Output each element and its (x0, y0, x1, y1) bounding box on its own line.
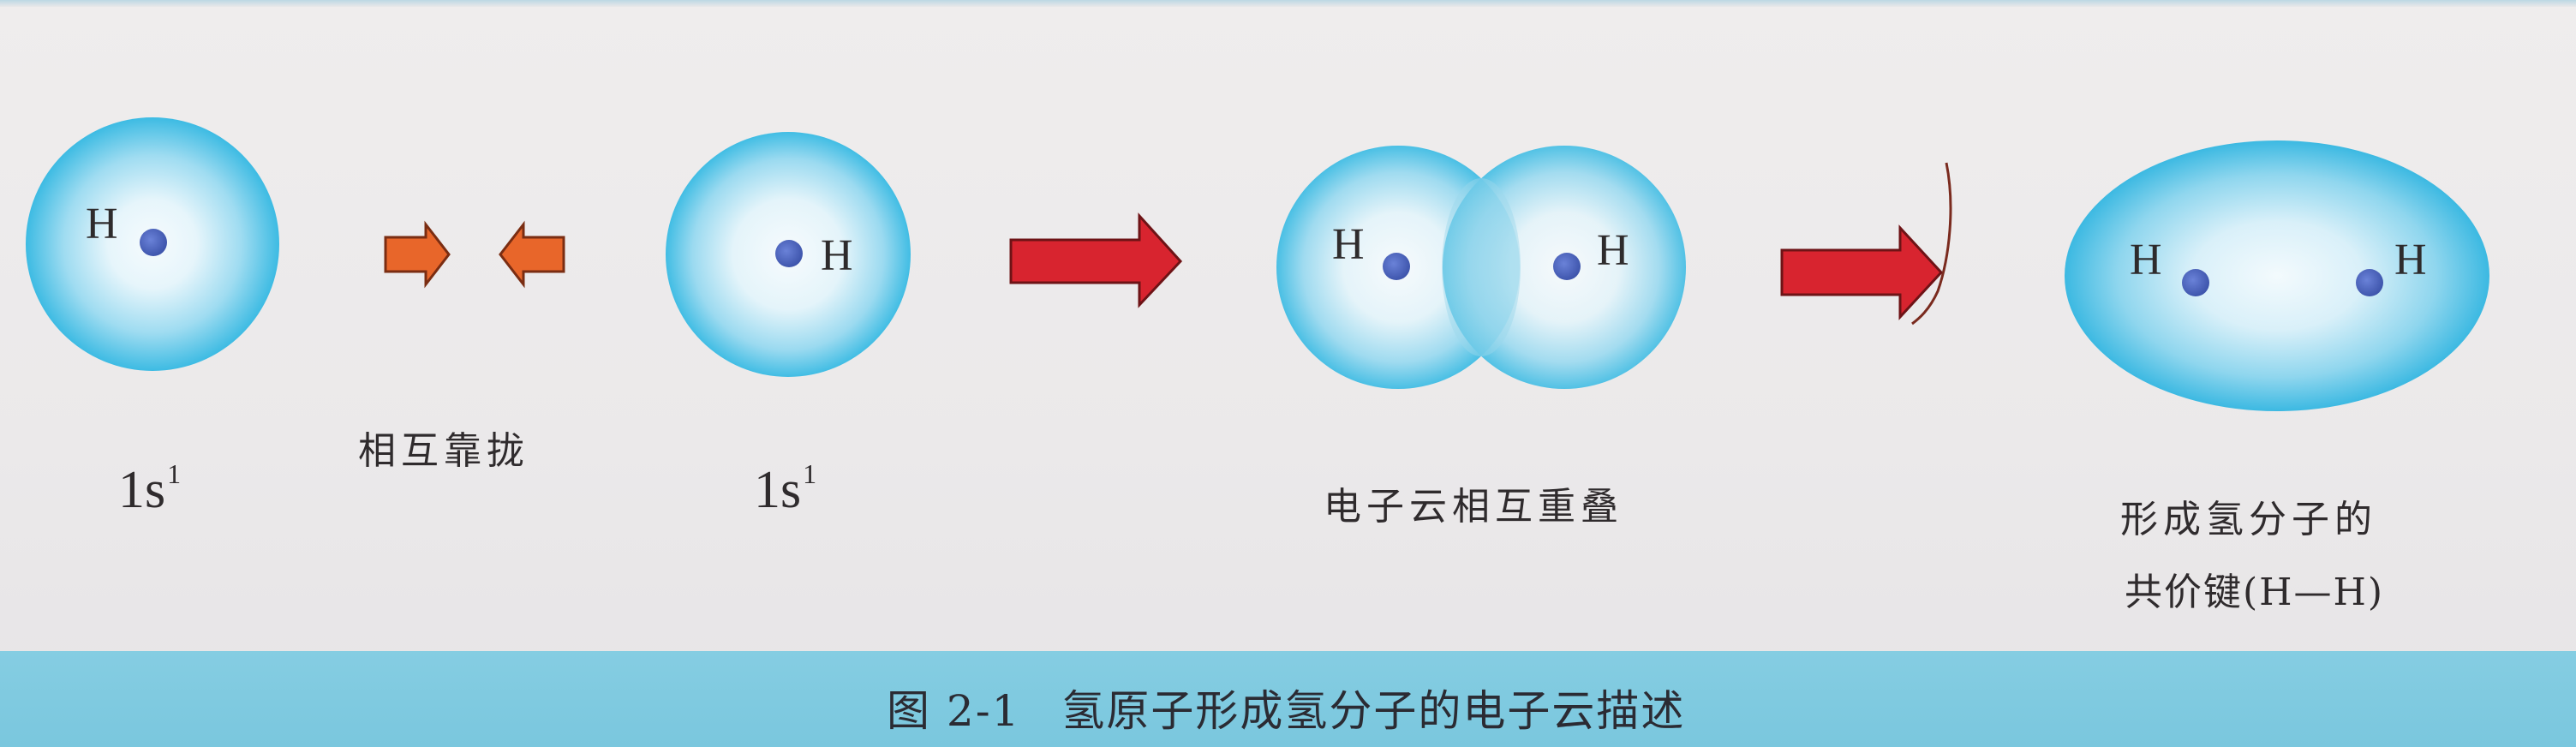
big-red-arrow-icon (1780, 224, 1944, 320)
overlap-region (1442, 178, 1521, 356)
right-arrow-icon (384, 220, 451, 289)
caption-bar (0, 651, 2576, 747)
figure-caption: 图 2-1 氢原子形成氢分子的电子云描述 (887, 677, 1685, 738)
orbital-base: 1s (754, 461, 802, 519)
electron-cloud-diagram: H H H H (26, 117, 2489, 411)
atom-label: H (2130, 236, 2162, 284)
approach-label: 相互靠拢 (358, 429, 529, 473)
figure-number: 图 2-1 (887, 686, 1021, 736)
orbital-label-left: 1s1 (118, 458, 181, 521)
nucleus (140, 229, 167, 256)
figure-title: 氢原子形成氢分子的电子云描述 (1061, 686, 1686, 736)
atom-label: H (2394, 236, 2427, 284)
molecular-orbital-cloud (2065, 140, 2489, 411)
hydrogen-atom-right: H (666, 132, 911, 377)
nucleus (2356, 269, 2383, 296)
orbital-label-right: 1s1 (754, 458, 816, 521)
page-top-edge (0, 0, 2576, 7)
orbital-superscript: 1 (167, 458, 182, 489)
hydrogen-molecule: H H (2065, 140, 2489, 411)
bond-label-line2: 共价键(H—H) (2125, 571, 2385, 614)
nucleus (1383, 253, 1410, 280)
atom-label: H (1332, 220, 1365, 269)
orbital-superscript: 1 (803, 458, 817, 489)
pen-mark (1911, 162, 1952, 326)
atom-label: H (821, 231, 853, 280)
overlapping-clouds: H H (1276, 146, 1686, 389)
atom-label: H (86, 200, 118, 248)
bond-label-line1: 形成氢分子的 (2120, 498, 2377, 541)
approach-arrows (384, 220, 565, 289)
overlap-label: 电子云相互重叠 (1324, 485, 1623, 529)
orbital-base: 1s (118, 461, 166, 519)
hydrogen-atom-left: H (26, 117, 279, 371)
nucleus (775, 240, 803, 267)
overlap-region (1442, 178, 1521, 356)
left-arrow-icon (499, 220, 565, 289)
nucleus (2182, 269, 2209, 296)
atom-label: H (1597, 226, 1629, 275)
nucleus (1553, 253, 1581, 280)
big-red-arrow-icon (1009, 212, 1183, 308)
